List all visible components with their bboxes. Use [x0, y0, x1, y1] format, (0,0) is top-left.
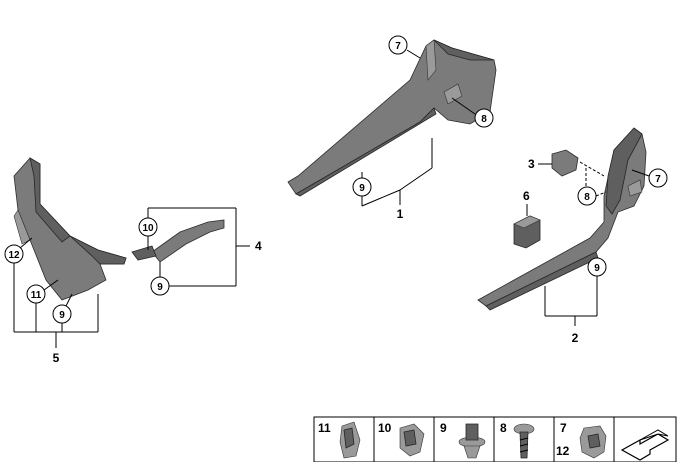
callout-2: 2: [572, 331, 579, 345]
clip-11-icon: [339, 421, 361, 459]
callout-7-top: 7: [395, 41, 401, 52]
callout-12-left: 12: [8, 250, 20, 261]
callout-1: 1: [397, 207, 404, 221]
callout-9-right: 9: [594, 263, 600, 274]
legend-label-10: 10: [378, 421, 392, 435]
legend-label-7: 7: [560, 421, 567, 435]
callout-4: 4: [255, 239, 262, 253]
callout-3: 3: [528, 157, 535, 171]
clip-10-icon: [399, 423, 425, 457]
left-pillar-trim: [13, 157, 127, 301]
callout-9-center: 9: [359, 183, 365, 194]
callout-circle: [474, 108, 494, 128]
callout-6: 6: [523, 189, 530, 203]
callout-circle: [648, 168, 668, 188]
clip-7-12-icon: [579, 425, 607, 459]
callout-11-left: 11: [31, 290, 42, 301]
direction-arrow-icon: [620, 429, 670, 461]
legend-label-8: 8: [500, 421, 507, 435]
small-trim-strip: [131, 219, 225, 263]
rear-sill-trim: [477, 127, 647, 311]
callout-10: 10: [142, 223, 154, 234]
foam-block-part: [513, 215, 541, 249]
center-sill-trim: [287, 39, 497, 197]
callout-5: 5: [53, 351, 60, 365]
callout-8-right: 8: [584, 192, 590, 203]
legend-label-12: 12: [556, 444, 570, 458]
screw-8-icon: [513, 423, 535, 459]
push-rivet-9-icon: [458, 423, 486, 459]
callout-9-mid: 9: [157, 282, 163, 293]
legend-label-11: 11: [318, 421, 331, 435]
callout-circle: [388, 35, 408, 55]
legend-label-9: 9: [440, 421, 447, 435]
fastener-legend: 11 10 9 8 7 12: [313, 416, 677, 462]
callout-9-left: 9: [59, 310, 65, 321]
callout-8-top: 8: [481, 114, 487, 125]
callout-7-right: 7: [655, 174, 661, 185]
bracket-part: [551, 149, 579, 177]
